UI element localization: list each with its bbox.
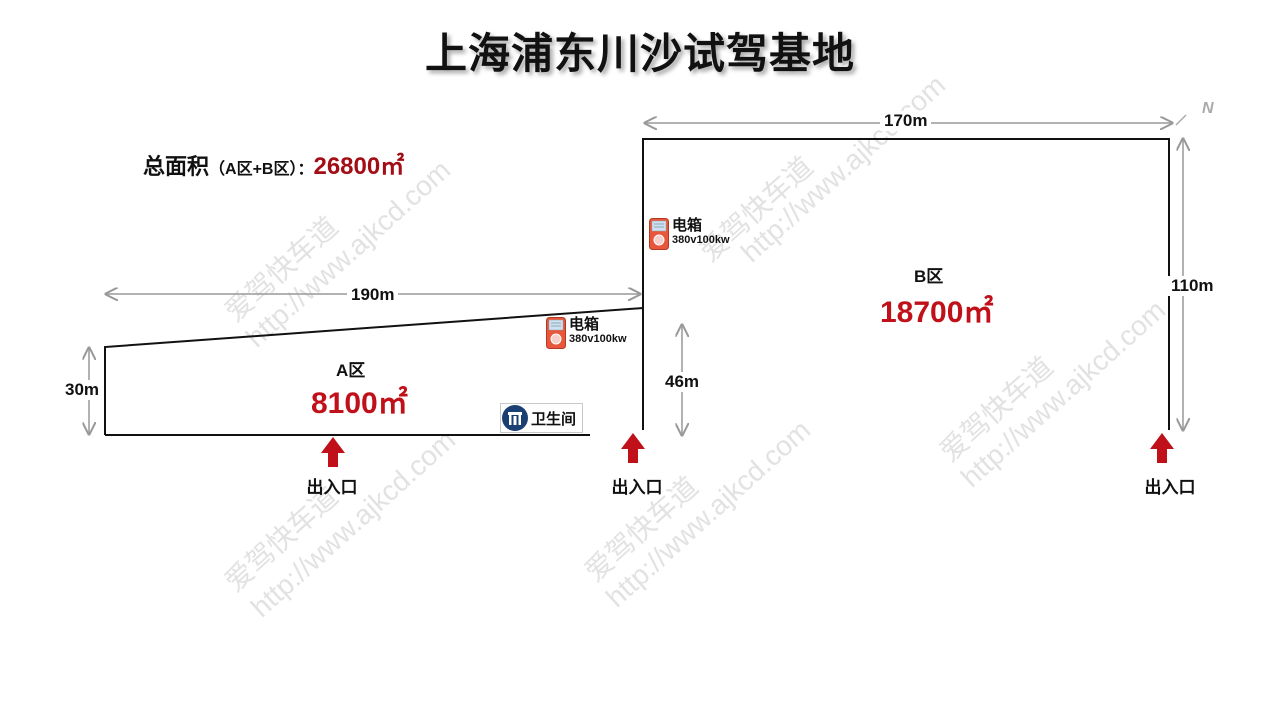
exit-label: 出入口: [611, 478, 663, 497]
total-area-label: 总面积: [143, 154, 210, 179]
zone-b-outline: [642, 138, 1170, 430]
dim-label-190m: 190m: [347, 285, 399, 305]
exit-label: 出入口: [1144, 478, 1196, 497]
toilet-icon: [502, 405, 528, 431]
dim-label-170m: 170m: [880, 111, 932, 131]
electric-box-icon: [649, 218, 669, 250]
electric-box-a: 电箱 380v100kw: [546, 317, 627, 349]
page-title: 上海浦东川沙试驾基地: [424, 30, 855, 77]
electric-box-spec: 380v100kw: [672, 234, 730, 246]
zone-a-outline: [104, 307, 644, 435]
dim-label-46m: 46m: [661, 372, 704, 392]
electric-box-label: 电箱: [672, 217, 703, 234]
total-area: 总面积（A区+B区）：26800㎡: [143, 146, 404, 181]
exit-arrow-icon: [321, 437, 345, 467]
toilet-marker: 卫生间: [500, 403, 584, 433]
toilet-label: 卫生间: [531, 410, 577, 428]
north-label: N: [1202, 100, 1214, 117]
dim-label-110m: 110m: [1167, 276, 1218, 296]
north-tick: [1175, 114, 1187, 126]
total-area-scope: （A区+B区）：: [209, 161, 314, 178]
electric-box-spec: 380v100kw: [569, 333, 627, 345]
exit-arrow-icon: [1150, 433, 1174, 463]
zone-a-name: A区: [336, 361, 366, 380]
zone-b-name: B区: [914, 267, 944, 286]
electric-box-b: 电箱 380v100kw: [649, 218, 730, 250]
exit-arrow-icon: [621, 433, 645, 463]
electric-box-label: 电箱: [569, 316, 600, 333]
zone-a-area: 8100㎡: [311, 387, 408, 420]
electric-box-icon: [546, 317, 566, 349]
zone-b-area: 18700㎡: [880, 296, 994, 329]
exit-label: 出入口: [306, 478, 358, 497]
total-area-value: 26800㎡: [313, 153, 405, 180]
dim-label-30m: 30m: [61, 380, 104, 400]
